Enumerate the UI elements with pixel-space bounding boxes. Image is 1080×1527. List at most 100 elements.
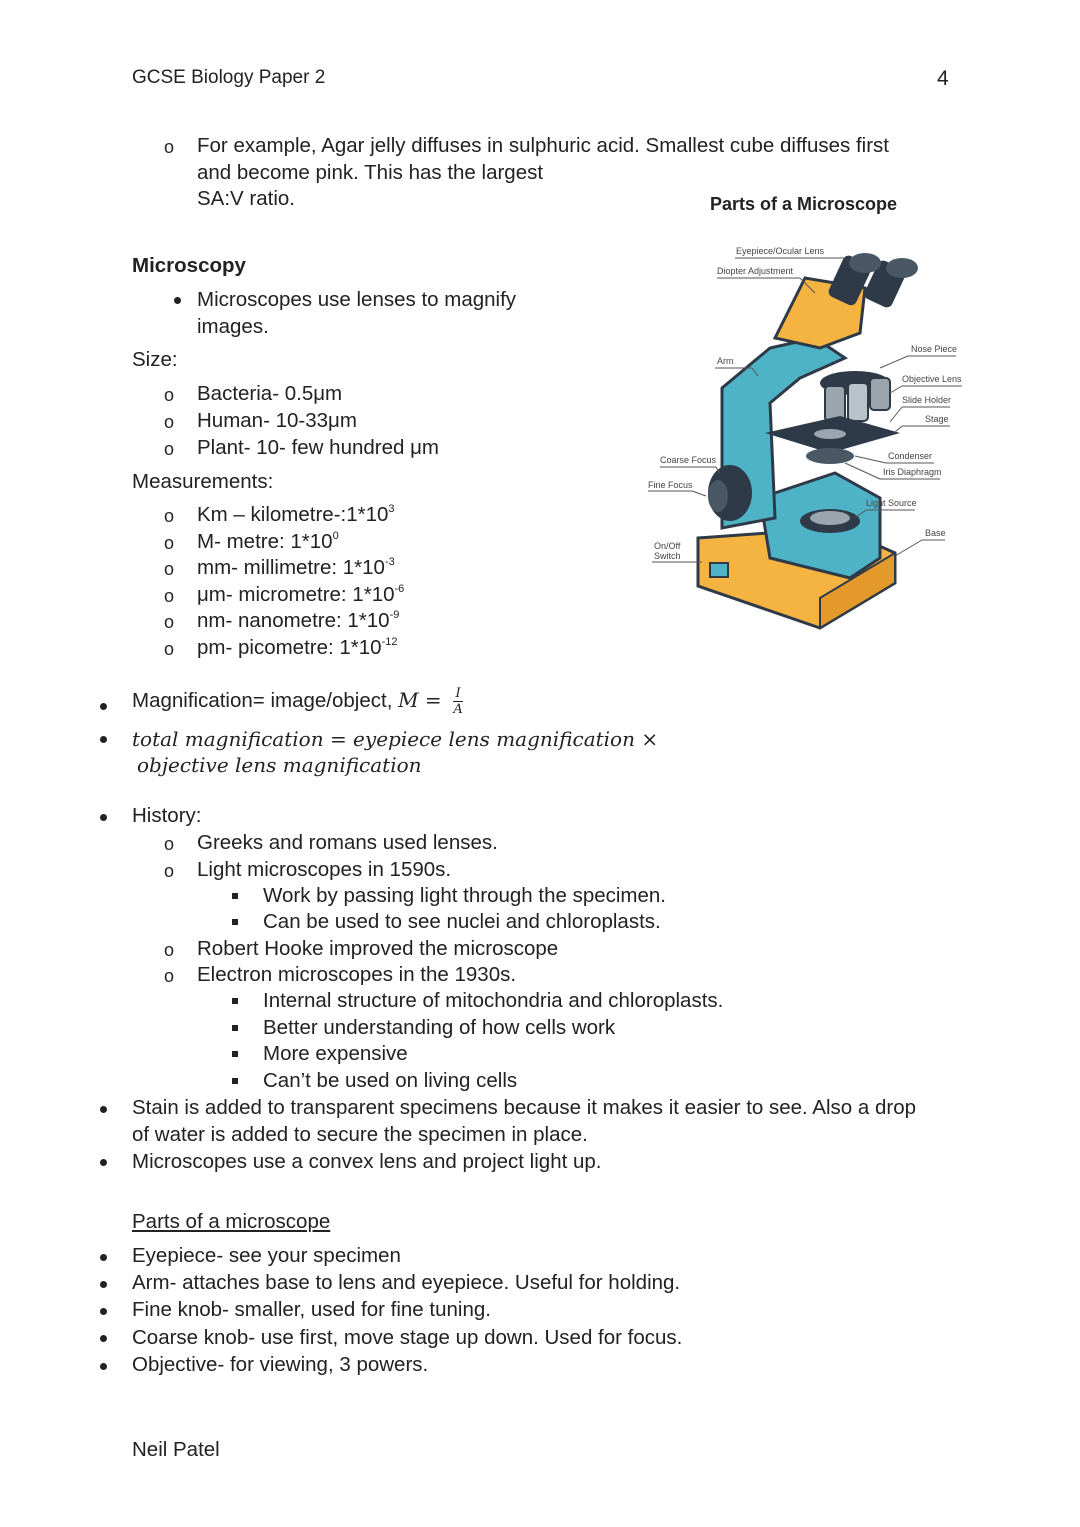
measurements-label: Measurements:: [132, 470, 274, 493]
label-condenser: Condenser: [888, 451, 932, 461]
measurement-nm: nm- nanometre: 1*10-9: [197, 609, 400, 632]
circle-bullet: o: [164, 940, 175, 960]
size-bacteria: Bacteria- 0.5μm: [197, 382, 343, 405]
square-bullet: [232, 919, 238, 925]
eyepiece-top-right: [886, 258, 918, 278]
size-human: Human- 10-33μm: [197, 409, 357, 432]
history-electron-sub-4: Can’t be used on living cells: [263, 1069, 518, 1092]
page-number: 4: [937, 67, 949, 90]
bullet-dot: [100, 1159, 107, 1166]
label-objective-lens: Objective Lens: [902, 374, 962, 384]
label-stage: Stage: [925, 414, 949, 424]
square-bullet: [232, 1078, 238, 1084]
history-greeks: Greeks and romans used lenses.: [197, 831, 498, 854]
circle-bullet: o: [164, 639, 175, 659]
measurement-m: M- metre: 1*100: [197, 530, 339, 553]
eyepiece-top-left: [849, 253, 881, 273]
parts-heading: Parts of a microscope: [132, 1210, 331, 1233]
measurement-mm: mm- millimetre: 1*10-3: [197, 556, 395, 579]
history-light: Light microscopes in 1590s.: [197, 858, 452, 881]
agar-example: For example, Agar jelly diffuses in sulp…: [197, 134, 890, 210]
microscope-diagram: Eyepiece/Ocular Lens Diopter Adjustment …: [648, 246, 962, 630]
total-magnification-formula: total magnification = eyepiece lens magn…: [132, 727, 659, 777]
label-base: Base: [925, 528, 946, 538]
microscopy-heading: Microscopy: [132, 254, 246, 277]
circle-bullet: o: [164, 559, 175, 579]
circle-bullet: o: [164, 385, 175, 405]
page-header-title: GCSE Biology Paper 2: [132, 67, 326, 88]
label-iris-diaphragm: Iris Diaphragm: [883, 467, 942, 477]
bullet-dot: [100, 1281, 107, 1288]
circle-bullet: o: [164, 861, 175, 881]
label-onoff: On/Off: [654, 541, 681, 551]
arm-shape: [720, 336, 849, 530]
circle-bullet: o: [164, 412, 175, 432]
stage-hole: [814, 429, 846, 439]
bullet-dot: [100, 1308, 107, 1315]
bullet-dot: [100, 814, 107, 821]
circle-bullet: o: [164, 966, 175, 986]
stain-note: Stain is added to transparent specimens …: [132, 1096, 916, 1146]
figure-title: Parts of a Microscope: [710, 194, 898, 214]
size-label: Size:: [132, 348, 178, 371]
history-light-sub-2: Can be used to see nuclei and chloroplas…: [263, 910, 661, 933]
footer-author: Neil Patel: [132, 1438, 220, 1461]
part-fine-knob: Fine knob- smaller, used for fine tuning…: [132, 1298, 491, 1321]
switch-shape: [709, 562, 729, 578]
label-arm: Arm: [717, 356, 734, 366]
history-light-sub-1: Work by passing light through the specim…: [263, 884, 667, 907]
history-electron: Electron microscopes in the 1930s.: [197, 963, 517, 986]
bullet-dot: [100, 1363, 107, 1370]
bullet-dot: [100, 1254, 107, 1261]
fine-knob: [708, 480, 728, 512]
history-hooke: Robert Hooke improved the microscope: [197, 937, 559, 960]
size-plant: Plant- 10- few hundred μm: [197, 436, 439, 459]
convex-note: Microscopes use a convex lens and projec…: [132, 1150, 602, 1173]
label-nose-piece: Nose Piece: [911, 344, 957, 354]
square-bullet: [232, 1051, 238, 1057]
circle-bullet: o: [164, 834, 175, 854]
label-slide-holder: Slide Holder: [902, 395, 951, 405]
part-arm: Arm- attaches base to lens and eyepiece.…: [132, 1271, 681, 1294]
bullet-dot: [100, 1106, 107, 1113]
objective-3: [869, 377, 891, 411]
history-electron-sub-2: Better understanding of how cells work: [263, 1016, 616, 1039]
label-coarse-focus: Coarse Focus: [660, 455, 717, 465]
circle-bullet: o: [164, 506, 175, 526]
part-objective: Objective- for viewing, 3 powers.: [132, 1353, 429, 1376]
label-eyepiece: Eyepiece/Ocular Lens: [736, 246, 825, 256]
circle-bullet: o: [164, 586, 175, 606]
history-electron-sub-1: Internal structure of mitochondria and c…: [263, 989, 724, 1012]
history-label: History:: [132, 804, 202, 827]
label-diopter: Diopter Adjustment: [717, 266, 794, 276]
bullet-dot: [100, 736, 107, 743]
objective-2: [847, 382, 869, 422]
lens-note: Microscopes use lenses to magnify images…: [197, 288, 517, 338]
objective-1: [824, 385, 846, 422]
measurement-pm: pm- picometre: 1*10-12: [197, 636, 398, 659]
part-coarse-knob: Coarse knob- use first, move stage up do…: [132, 1326, 683, 1349]
circle-bullet: o: [164, 533, 175, 553]
bullet-dot: [100, 703, 107, 710]
square-bullet: [232, 893, 238, 899]
base-side: [819, 551, 896, 630]
square-bullet: [232, 1025, 238, 1031]
circle-bullet: o: [164, 612, 175, 632]
bullet-dot: [174, 297, 181, 304]
history-electron-sub-3: More expensive: [263, 1042, 408, 1065]
circle-bullet: o: [164, 137, 175, 157]
part-eyepiece: Eyepiece- see your specimen: [132, 1244, 401, 1267]
label-lines: [648, 257, 962, 563]
bullet-dot: [100, 1335, 107, 1342]
label-switch: Switch: [654, 551, 681, 561]
measurement-km: Km – kilometre-:1*103: [197, 503, 395, 526]
label-fine-focus: Fine Focus: [648, 480, 693, 490]
square-bullet: [232, 998, 238, 1004]
light-lens: [810, 511, 850, 525]
measurement-um: μm- micrometre: 1*10-6: [197, 583, 405, 606]
circle-bullet: o: [164, 439, 175, 459]
condenser-shape: [806, 448, 854, 464]
label-light-source: Light Source: [866, 498, 917, 508]
